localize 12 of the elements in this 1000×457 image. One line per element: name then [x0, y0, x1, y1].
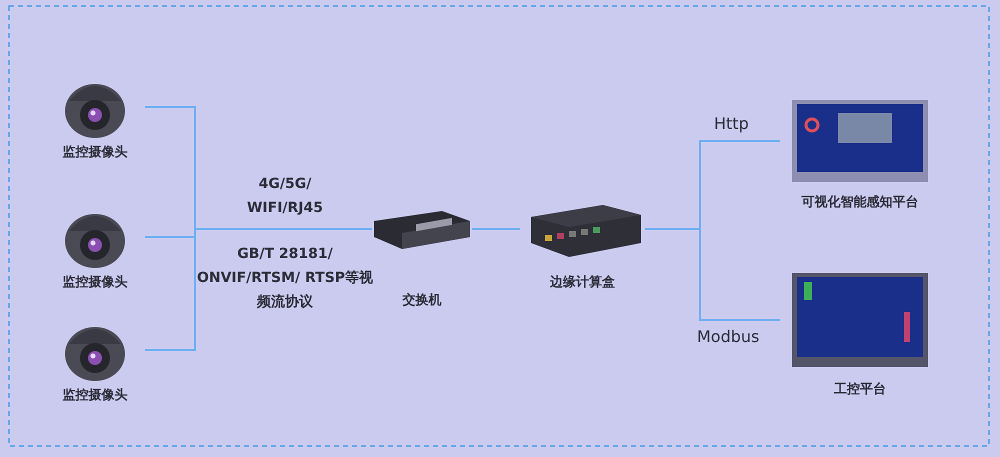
- device-label: 交换机: [402, 292, 442, 309]
- device-label: 监控摄像头: [62, 387, 128, 404]
- device-label: 边缘计算盒: [550, 274, 615, 291]
- device-label: 监控摄像头: [62, 274, 128, 291]
- device-label: 监控摄像头: [62, 144, 128, 161]
- device-label: 可视化智能感知平台: [802, 194, 918, 211]
- connector-line: [645, 228, 780, 321]
- protocol-note: 4G/5G/ WIFI/RJ45: [246, 175, 324, 218]
- protocol-note: GB/T 28181/ ONVIF/RTSM/ RTSP等视频流协议: [196, 245, 374, 312]
- connector-line: [145, 228, 372, 351]
- device-label: 工控平台: [834, 381, 886, 398]
- connector-line: [472, 228, 520, 230]
